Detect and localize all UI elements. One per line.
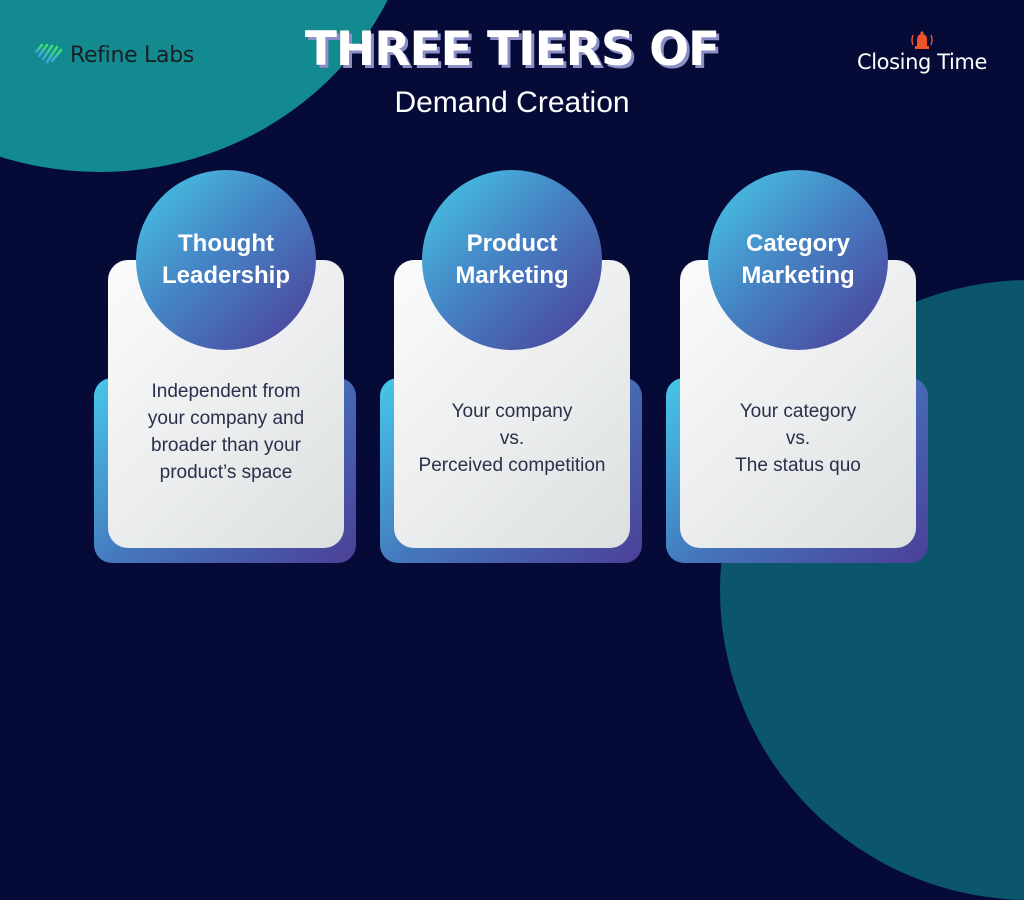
tier-product-marketing: Product Marketing Your company vs. Perce… <box>380 170 642 566</box>
description-line: broader than your <box>151 435 301 456</box>
tier-badge: Category Marketing <box>708 170 888 350</box>
closing-time-name: Closing Time <box>856 50 988 74</box>
description-line: Perceived competition <box>418 455 606 476</box>
tier-title-line: Category <box>745 230 851 257</box>
tier-badge: Thought Leadership <box>136 170 316 350</box>
tier-category-marketing: Category Marketing Your category vs. The… <box>666 170 928 566</box>
tier-badge: Product Marketing <box>422 170 602 350</box>
description-line: your company and <box>147 408 305 429</box>
description-line: vs. <box>785 428 811 449</box>
description-line: Your category <box>739 401 857 422</box>
description-line: product’s space <box>159 462 293 483</box>
tier-thought-leadership: Thought Leadership Independent from your… <box>94 170 356 566</box>
description-line: The status quo <box>735 455 861 476</box>
tier-title-line: Marketing <box>455 262 569 289</box>
page-title: THREE TIERS OF <box>304 22 720 77</box>
description-line: vs. <box>499 428 525 449</box>
refine-labs-name: Refine Labs <box>70 43 195 68</box>
ringing-bell-icon <box>852 30 992 52</box>
description-line: Your company <box>451 401 573 422</box>
tier-title-line: Product <box>466 230 558 257</box>
tier-title-line: Marketing <box>741 262 855 289</box>
tier-description: Your company vs. Perceived competition <box>394 398 630 479</box>
tier-title-line: Leadership <box>161 262 291 289</box>
page-subtitle: Demand Creation <box>394 86 630 119</box>
diamond-stripes-icon <box>34 42 64 69</box>
tier-title-line: Thought <box>178 230 274 257</box>
closing-time-logo: Closing Time <box>852 30 992 74</box>
tier-description: Independent from your company and broade… <box>108 378 344 486</box>
tier-description: Your category vs. The status quo <box>680 398 916 479</box>
refine-labs-logo: Refine Labs <box>34 42 194 69</box>
description-line: Independent from <box>151 381 301 402</box>
